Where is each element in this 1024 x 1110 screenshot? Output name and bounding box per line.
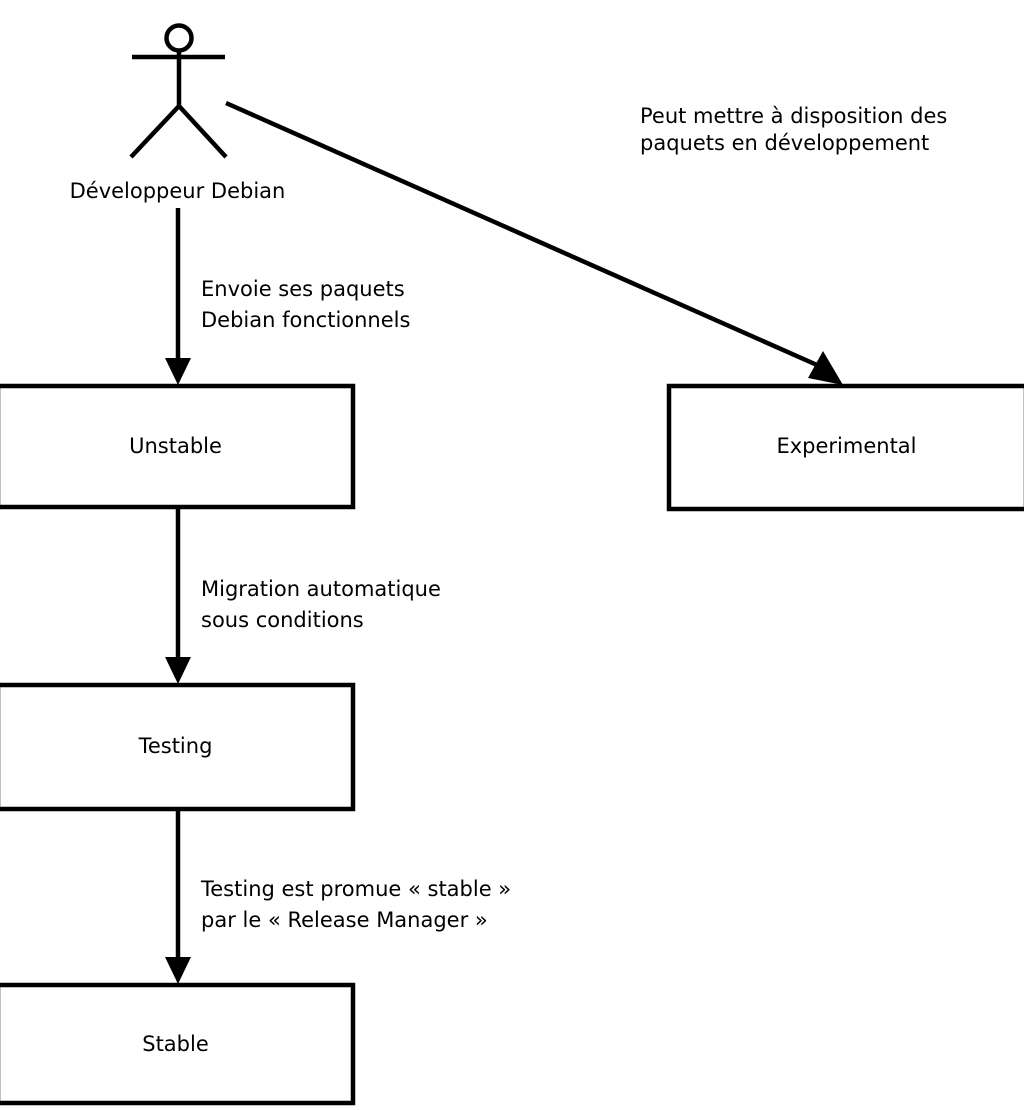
node-label-experimental: Experimental (776, 434, 917, 458)
edge-label-unstable-to-testing-line1: Migration automatique (201, 577, 441, 601)
edge-testing-to-stable-arrowhead (165, 957, 191, 984)
edge-label-testing-to-stable-line1: Testing est promue « stable » (201, 877, 512, 901)
edge-dev-to-unstable (165, 208, 191, 385)
node-label-testing: Testing (138, 734, 213, 758)
node-label-stable: Stable (142, 1032, 209, 1056)
node-box-experimental[interactable] (666, 383, 1024, 512)
edge-label-dev-to-experimental-line2: paquets en développement (640, 131, 930, 155)
edge-label-dev-to-unstable-line1: Envoie ses paquets (201, 277, 405, 301)
actor-label-debian-developer: Développeur Debian (69, 179, 286, 203)
node-box-unstable[interactable] (0, 383, 356, 510)
edge-label-testing-to-stable-line2: par le « Release Manager » (201, 908, 488, 932)
edge-label-dev-to-unstable-line2: Debian fonctionnels (201, 308, 411, 332)
actor-leg-right-line (177, 104, 228, 159)
node-label-unstable: Unstable (129, 434, 222, 458)
node-box-stable[interactable] (0, 982, 356, 1106)
edge-label-dev-to-experimental-line1: Peut mettre à disposition des (640, 104, 948, 128)
node-box-testing[interactable] (0, 682, 356, 812)
edge-unstable-to-testing-arrowhead (165, 657, 191, 684)
edge-dev-to-unstable-arrowhead (165, 358, 191, 385)
actor-head-icon (164, 23, 194, 53)
actor-leg-left-line (129, 104, 181, 159)
edge-label-unstable-to-testing-line2: sous conditions (201, 608, 364, 632)
edge-unstable-to-testing (165, 509, 191, 684)
edge-dev-to-experimental-arrowhead (808, 351, 843, 385)
edge-dev-to-experimental-line (225, 100, 827, 372)
edge-testing-to-stable (165, 811, 191, 984)
edge-dev-to-experimental (225, 100, 843, 385)
actor-stick-figure (129, 23, 228, 159)
